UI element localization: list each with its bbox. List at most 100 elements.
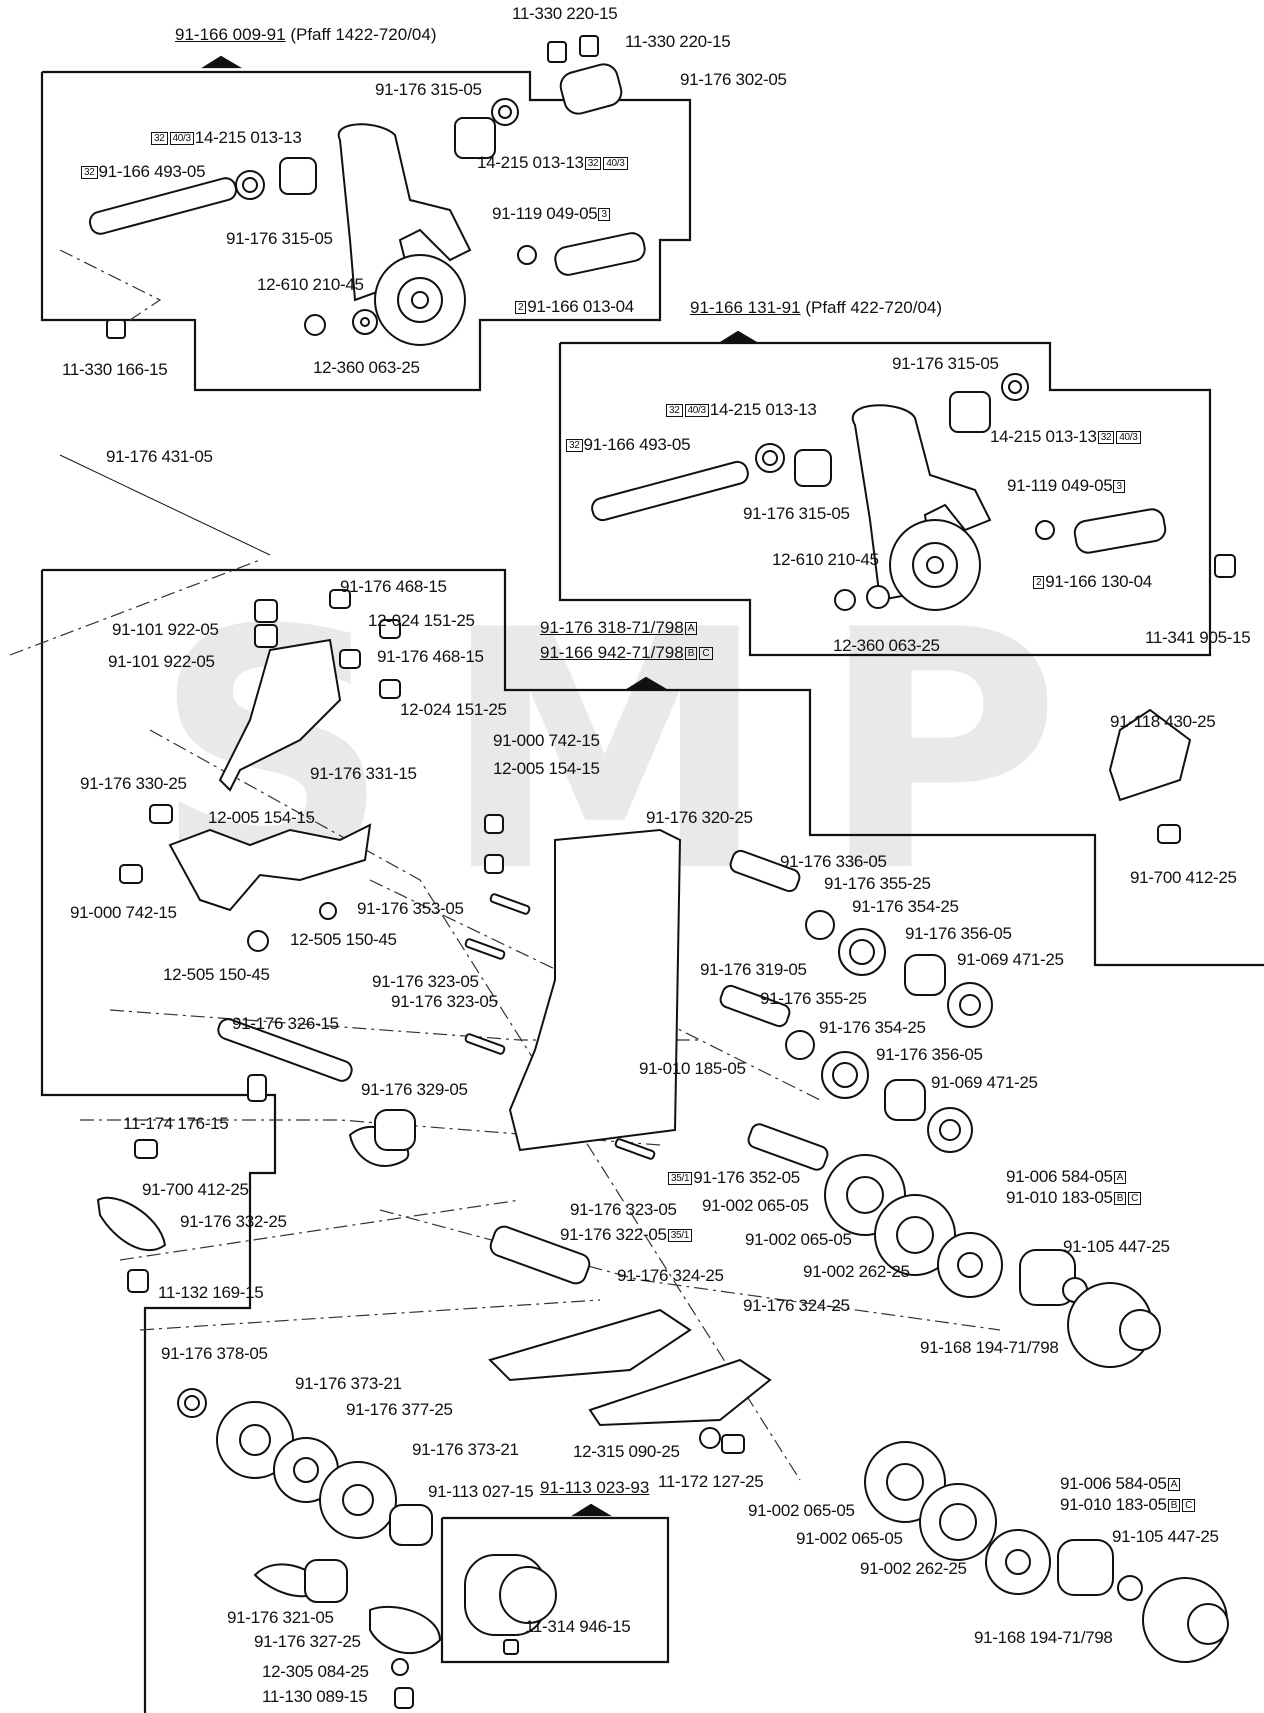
part-number-label: 91-700 412-25 xyxy=(1130,868,1237,888)
part-number: 91-176 355-25 xyxy=(760,989,867,1008)
part-number-label: 91-176 330-25 xyxy=(80,774,187,794)
part-number-label: 91-700 412-25 xyxy=(142,1180,249,1200)
part-number-label: 11-132 169-15 xyxy=(158,1283,264,1303)
part-number: 11-130 089-15 xyxy=(262,1687,368,1706)
part-number-label: 91-176 315-05 xyxy=(743,504,850,524)
panel-pfaff-1422 xyxy=(40,70,692,392)
part-number: 91-176 319-05 xyxy=(700,960,807,979)
part-number: 91-176 315-05 xyxy=(375,80,482,99)
part-number: 91-176 373-21 xyxy=(295,1374,402,1393)
part-number: 12-610 210-45 xyxy=(772,550,879,569)
assembly-header: 91-166 131-91 (Pfaff 422-720/04) xyxy=(690,298,942,318)
option-badge: 2 xyxy=(515,301,527,314)
part-number-label: 91-176 356-05 xyxy=(876,1045,983,1065)
part-number: 91-006 584-05 xyxy=(1060,1474,1167,1493)
part-number: 91-069 471-25 xyxy=(957,950,1064,969)
option-badge: 3 xyxy=(598,208,610,221)
part-number-label: 91-176 319-05 xyxy=(700,960,807,980)
part-number: 91-176 315-05 xyxy=(892,354,999,373)
part-number-label: 91-176 315-05 xyxy=(226,229,333,249)
part-number: 91-000 742-15 xyxy=(70,903,177,922)
part-number-label: 12-505 150-45 xyxy=(290,930,397,950)
part-number: 12-360 063-25 xyxy=(313,358,420,377)
part-number: 91-113 027-15 xyxy=(428,1482,534,1501)
panel-bolt-detail xyxy=(440,1516,670,1664)
header-arrow xyxy=(718,330,760,344)
part-number: 91-176 468-15 xyxy=(377,647,484,666)
part-number-label: 11-314 946-15 xyxy=(525,1617,631,1637)
part-number-label: 91-176 323-05 xyxy=(372,972,479,992)
part-number: 91-101 922-05 xyxy=(112,620,219,639)
part-number: 91-105 447-25 xyxy=(1112,1527,1219,1546)
part-number: 91-176 352-05 xyxy=(693,1168,800,1187)
part-number-label: 91-176 354-25 xyxy=(819,1018,926,1038)
part-number: 91-176 302-05 xyxy=(680,70,787,89)
header-arrow xyxy=(201,55,243,69)
part-number-label: 91-002 065-05 xyxy=(702,1196,809,1216)
option-badge: A xyxy=(1113,1171,1127,1184)
part-number: 91-176 356-05 xyxy=(876,1045,983,1064)
part-number-label: 91-176 323-05 xyxy=(391,992,498,1012)
part-number-label: 91-176 353-05 xyxy=(357,899,464,919)
assembly-model: (Pfaff 1422-720/04) xyxy=(285,25,437,44)
part-number: 91-176 324-25 xyxy=(617,1266,724,1285)
part-number-label: 91-113 027-15 xyxy=(428,1482,534,1502)
part-number-label: 11-330 166-15 xyxy=(62,360,168,380)
part-number-label: 91-010 185-05 xyxy=(639,1059,746,1079)
part-number: 91-176 468-15 xyxy=(340,577,447,596)
part-number: 91-176 323-05 xyxy=(391,992,498,1011)
part-number: 91-176 315-05 xyxy=(743,504,850,523)
part-number-label: 91-002 065-05 xyxy=(745,1230,852,1250)
option-badge: B xyxy=(684,647,698,660)
part-number: 91-002 065-05 xyxy=(796,1529,903,1548)
part-number: 91-101 922-05 xyxy=(108,652,215,671)
part-number: 91-166 013-04 xyxy=(527,297,634,316)
part-number-label: 91-176 378-05 xyxy=(161,1344,268,1364)
part-number-label: 91-176 332-25 xyxy=(180,1212,287,1232)
part-number: 91-119 049-05 xyxy=(492,204,598,223)
part-number: 11-172 127-25 xyxy=(658,1472,764,1491)
part-number: 91-010 183-05 xyxy=(1006,1188,1113,1207)
part-number: 11-330 220-15 xyxy=(512,4,618,23)
part-number: 12-360 063-25 xyxy=(833,636,940,655)
part-number: 91-176 327-25 xyxy=(254,1632,361,1651)
part-number: 91-166 493-05 xyxy=(583,435,691,454)
part-number-label: 91-176 326-15 xyxy=(232,1014,339,1034)
option-badge: 40/3 xyxy=(1116,431,1141,444)
option-badge: 40/3 xyxy=(684,404,709,417)
header-arrow xyxy=(571,1503,613,1517)
option-badge: 35/1 xyxy=(667,1229,692,1242)
part-number: 91-176 329-05 xyxy=(361,1080,468,1099)
part-number-label: 91-118 430-25 xyxy=(1110,712,1216,732)
part-number: 91-700 412-25 xyxy=(1130,868,1237,887)
part-number: 91-168 194-71/798 xyxy=(974,1628,1113,1647)
part-number-label: 12-315 090-25 xyxy=(573,1442,680,1462)
part-number-label: 91-176 356-05 xyxy=(905,924,1012,944)
part-number: 11-330 166-15 xyxy=(62,360,168,379)
part-number: 91-166 130-04 xyxy=(1045,572,1152,591)
part-number: 91-176 378-05 xyxy=(161,1344,268,1363)
assembly-number: 91-166 009-91 xyxy=(175,25,286,44)
part-number-label: 91-168 194-71/798 xyxy=(974,1628,1113,1648)
part-number: 91-176 323-05 xyxy=(570,1200,677,1219)
part-number: 12-505 150-45 xyxy=(290,930,397,949)
part-number-label: 91-176 324-25 xyxy=(617,1266,724,1286)
part-number-label: 12-024 151-25 xyxy=(368,611,475,631)
assembly-model: (Pfaff 422-720/04) xyxy=(800,298,943,317)
part-number-label: 91-002 262-25 xyxy=(860,1559,967,1579)
part-number: 91-010 185-05 xyxy=(639,1059,746,1078)
part-number: 91-176 356-05 xyxy=(905,924,1012,943)
part-number-label: 12-005 154-15 xyxy=(493,759,600,779)
assembly-number: 91-166 131-91 xyxy=(690,298,801,317)
part-number-label: 91-176 327-25 xyxy=(254,1632,361,1652)
part-number-label: 11-130 089-15 xyxy=(262,1687,368,1707)
part-number-label: 12-305 084-25 xyxy=(262,1662,369,1682)
